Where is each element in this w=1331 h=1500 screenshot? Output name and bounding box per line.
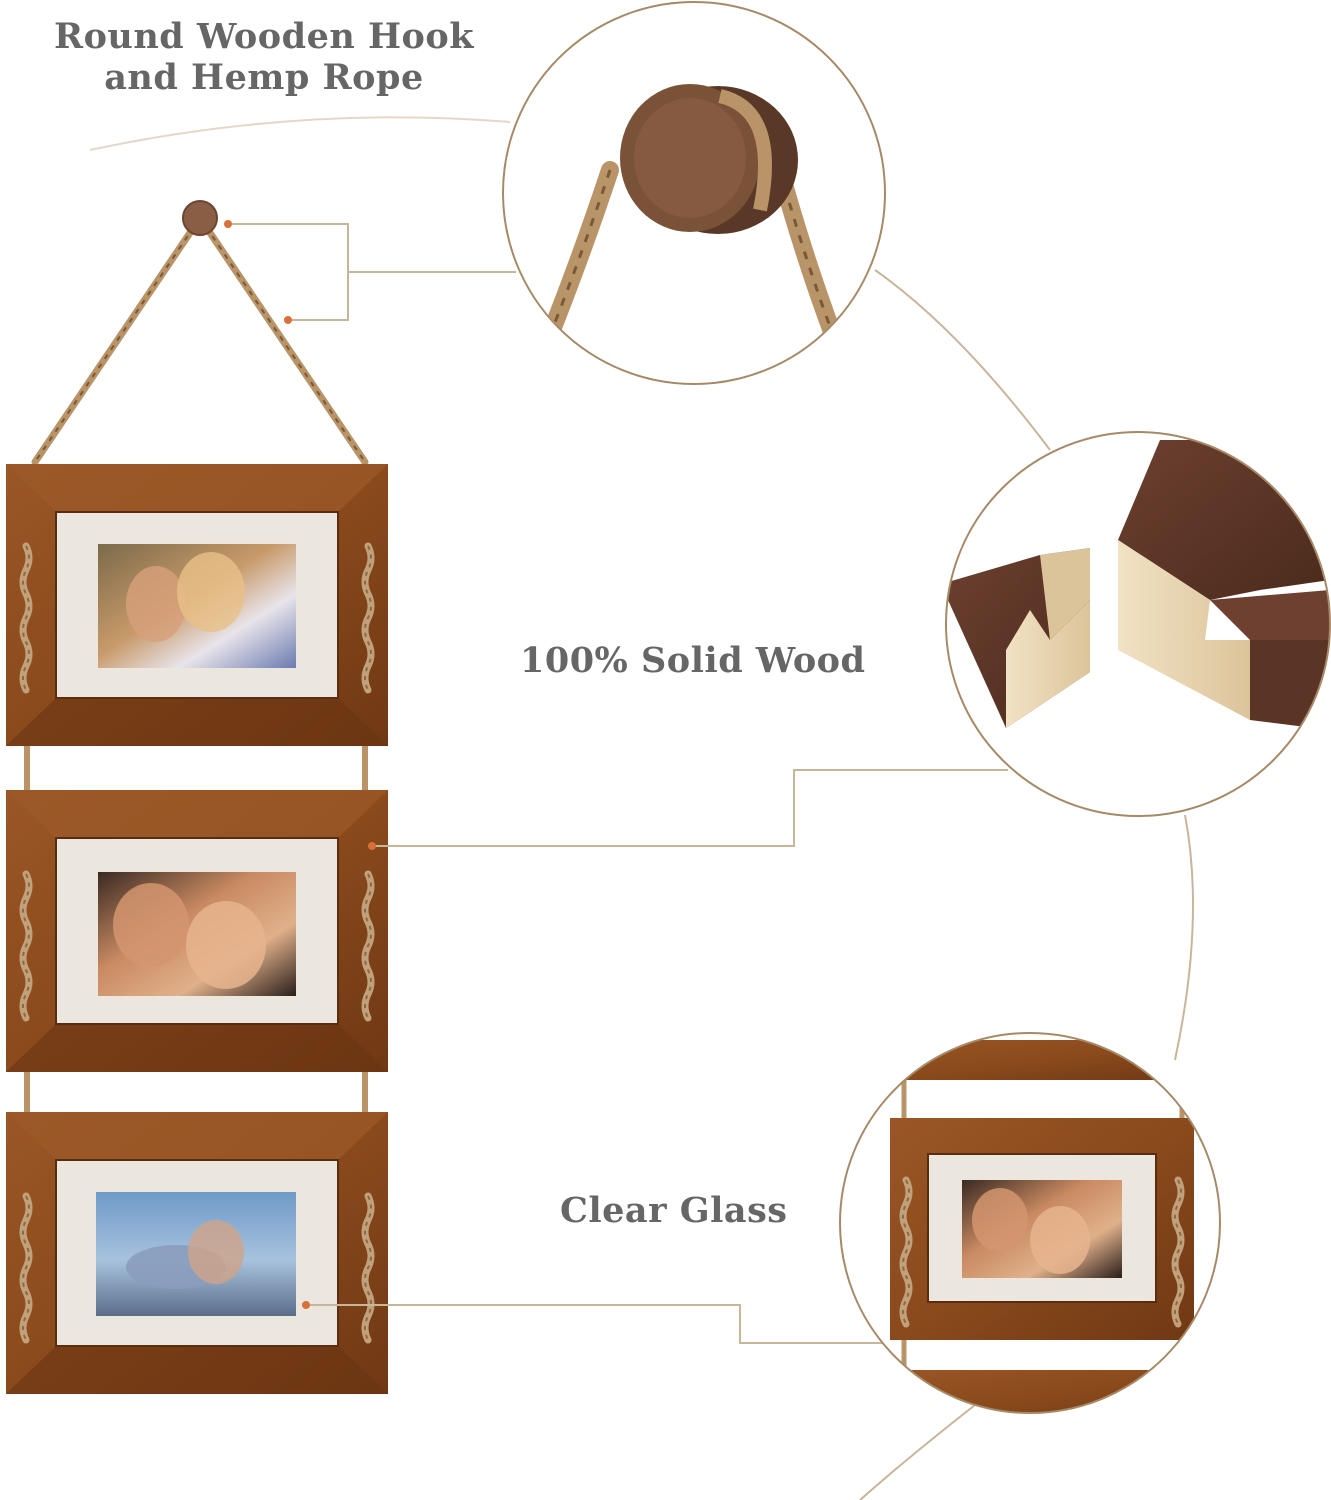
decorative-arc-line: [874, 269, 1051, 451]
decorative-arc-line: [89, 116, 511, 151]
decorative-arc-line: [1174, 814, 1194, 1061]
picture-frame-top: [5, 463, 389, 747]
connector-ropes: [24, 745, 368, 1118]
picture-frame-middle: [5, 789, 389, 1073]
picture-frame-bottom: [5, 1111, 389, 1395]
feature-label-hook-line2: and Hemp Rope: [104, 57, 424, 98]
decorative-arc-line: [859, 1404, 976, 1500]
detail-circle-hook: [502, 1, 886, 385]
callout-lines: [228, 223, 1008, 1344]
feature-label-solid-wood: 100% Solid Wood: [520, 640, 866, 681]
round-wooden-hook: [182, 200, 218, 236]
feature-label-hook-line1: Round Wooden Hook: [53, 16, 474, 57]
feature-label-clear-glass: Clear Glass: [560, 1190, 788, 1231]
callout-dots: [224, 220, 376, 1309]
hemp-rope: [31, 214, 369, 466]
feature-label-hook: Round Wooden Hook and Hemp Rope: [40, 16, 488, 98]
detail-circle-clear-glass: [839, 1032, 1221, 1414]
